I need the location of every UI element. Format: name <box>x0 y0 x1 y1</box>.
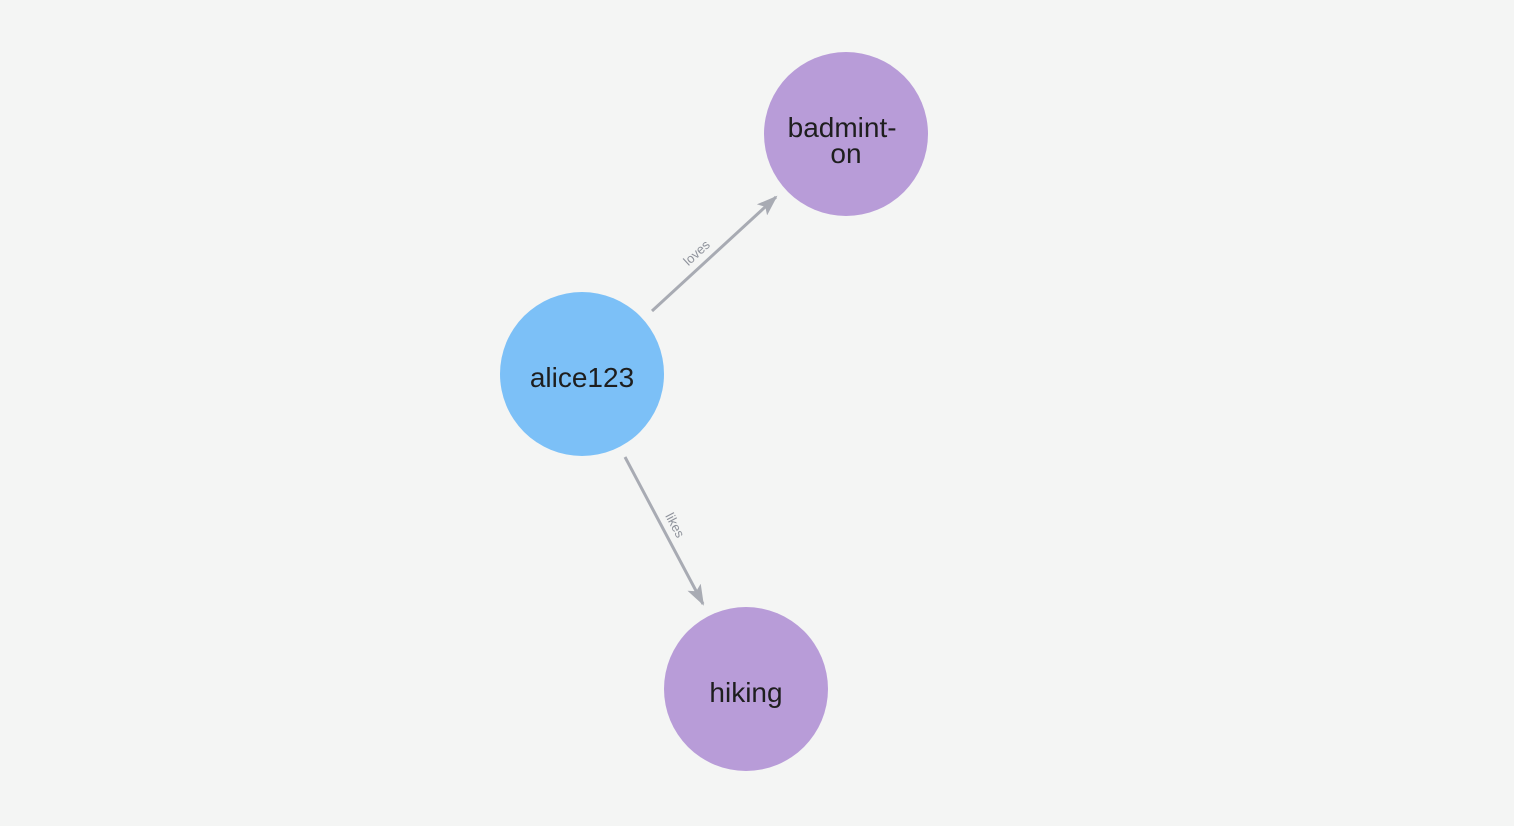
node-label-alice123: alice123 <box>530 362 634 393</box>
node-circle-badminton[interactable] <box>764 52 928 216</box>
edge-line-loves[interactable] <box>650 195 778 313</box>
edge-loves[interactable]: loves <box>650 195 778 313</box>
node-badminton[interactable]: badmint- on <box>764 52 928 216</box>
node-label-line: hiking <box>709 677 782 708</box>
edge-likes[interactable]: likes <box>623 456 705 606</box>
node-label-line: on <box>830 138 861 169</box>
edge-line-likes[interactable] <box>623 456 705 606</box>
node-label-badminton: badmint- on <box>788 112 905 169</box>
node-label-hiking: hiking <box>709 677 782 708</box>
node-label-line: badmint- <box>788 112 897 143</box>
node-circle-hiking[interactable] <box>664 607 828 771</box>
edge-label-loves: loves <box>680 237 713 269</box>
node-hiking[interactable]: hiking <box>664 607 828 771</box>
node-circle-alice123[interactable] <box>500 292 664 456</box>
node-alice123[interactable]: alice123 <box>500 292 664 456</box>
node-label-line: alice123 <box>530 362 634 393</box>
